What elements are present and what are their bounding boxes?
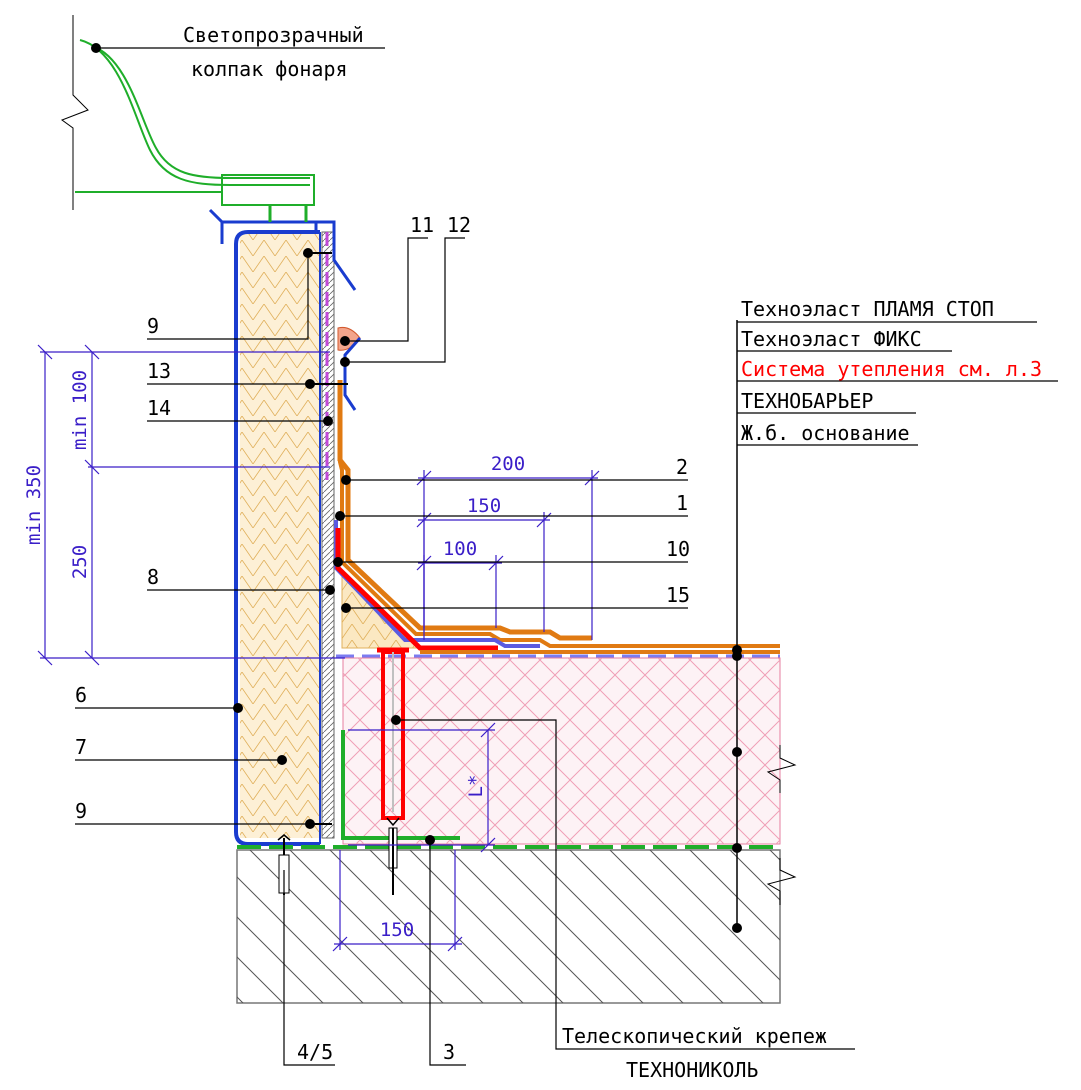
callout-9-top: 9 [147,314,159,338]
callout-leaders [75,237,1058,1066]
upstand-insulation [240,232,320,838]
dim-200: 200 [491,453,525,475]
dome-label-line1: Светопрозрачный [183,23,364,47]
edge-flashing [343,337,362,411]
layer-leader-dots [732,645,742,933]
callout-13: 13 [147,359,171,383]
callout-15: 15 [666,583,690,607]
callout-3: 3 [443,1040,455,1064]
callout-1: 1 [676,491,688,515]
layer-2: Техноэласт ФИКС [741,327,922,351]
skylight-dome [75,39,315,222]
roof-insulation [342,657,781,845]
layer-3: Система утепления см. л.3 [741,357,1042,381]
dim-150-bottom: 150 [380,919,414,941]
dim-100: 100 [443,538,477,560]
dim-150-top: 150 [467,495,501,517]
fastener-label-line2: ТЕХНОНИКОЛЬ [626,1058,758,1082]
layer-4: ТЕХНОБАРЬЕР [741,389,873,413]
break-line-upper [766,745,797,793]
dim-min-100: min 100 [69,370,91,450]
layer-5: Ж.б. основание [741,421,910,445]
membrane-layers [334,380,780,658]
concrete-base [236,849,781,1004]
callout-14: 14 [147,396,171,420]
fastener-label-line1: Телескопический крепеж [562,1024,827,1048]
dim-min-350: min 350 [23,465,45,545]
dim-l-star: L* [465,775,487,798]
dimension-lines [37,344,600,952]
callout-6: 6 [75,683,87,707]
flashing-cap [208,208,357,291]
break-line-lower [766,858,797,905]
base-barrier [237,730,780,849]
callout-9-bottom: 9 [75,799,87,823]
callout-dots [233,248,435,845]
callout-10: 10 [666,537,690,561]
callout-4-5: 4/5 [297,1040,333,1064]
dome-label-line2: колпак фонаря [191,57,348,81]
callout-2: 2 [676,455,688,479]
callout-11: 11 [410,213,434,237]
layer-1: Техноэласт ПЛАМЯ СТОП [741,297,994,321]
left-break-line [60,15,89,210]
callout-7: 7 [75,735,87,759]
callout-12: 12 [447,213,471,237]
callout-8: 8 [147,565,159,589]
blue-frame [234,230,320,846]
dim-250: 250 [69,545,91,579]
